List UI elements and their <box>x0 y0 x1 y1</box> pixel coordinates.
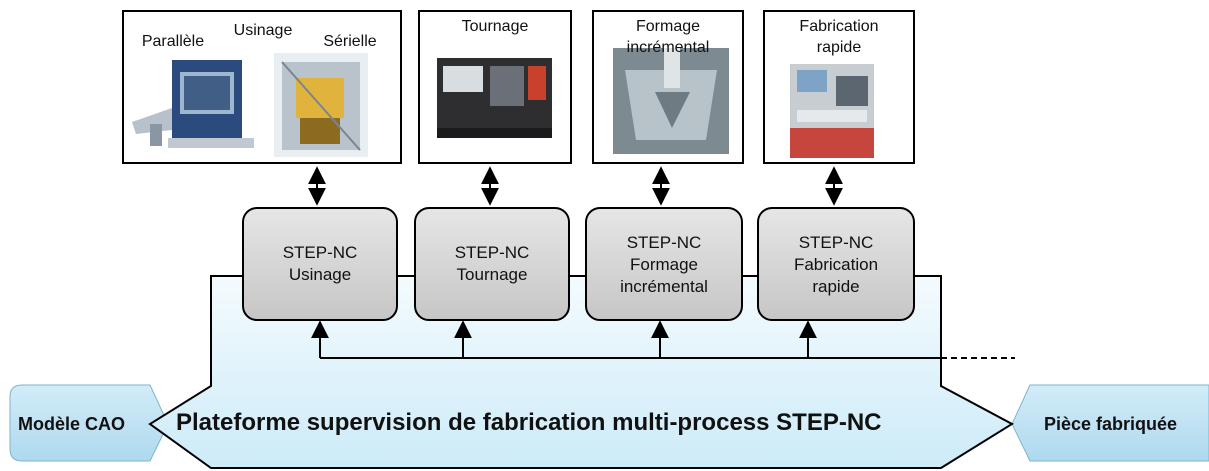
module-fabrication-line1: STEP-NC <box>798 233 874 252</box>
module-fabrication-line3: rapide <box>812 277 860 296</box>
serial-machine-image <box>274 53 368 157</box>
module-box-fabrication <box>757 207 915 321</box>
input-label: Modèle CAO <box>18 414 126 434</box>
module-box-formage <box>585 207 743 321</box>
machine-usinage-title: Usinage <box>233 22 293 39</box>
machine-usinage-parallel-label: Parallèle <box>141 33 205 50</box>
module-box-tournage <box>414 207 570 321</box>
parallel-machine-image <box>132 60 254 148</box>
platform-shape <box>148 275 1015 469</box>
module-usinage-line1: STEP-NC <box>282 243 358 262</box>
module-fabrication-line2: Fabrication <box>793 255 879 274</box>
module-tournage-line2: Tournage <box>456 265 528 284</box>
module-formage-line2: Formage <box>629 255 699 274</box>
output-band <box>1011 384 1209 462</box>
module-box-usinage <box>242 207 398 321</box>
machine-fabrication-title-line2: rapide <box>816 39 862 56</box>
rapid-manufacturing-image <box>790 64 874 158</box>
module-formage-line1: STEP-NC <box>626 233 702 252</box>
lathe-image <box>437 58 552 138</box>
output-label: Pièce fabriquée <box>1044 414 1178 434</box>
module-formage-line3: incrémental <box>620 277 708 296</box>
machine-formage-title-line1: Formage <box>635 18 701 35</box>
incremental-forming-image <box>613 48 729 154</box>
module-usinage-line2: Usinage <box>288 265 352 284</box>
machine-usinage-serial-label: Sérielle <box>323 33 377 50</box>
machine-fabrication-title-line1: Fabrication <box>799 18 879 35</box>
machine-formage-title-line2: incrémental <box>626 39 710 56</box>
module-tournage-line1: STEP-NC <box>454 243 530 262</box>
machine-tournage-title: Tournage <box>461 18 529 35</box>
platform-title: Plateforme supervision de fabrication mu… <box>176 409 882 436</box>
input-band <box>9 384 169 462</box>
